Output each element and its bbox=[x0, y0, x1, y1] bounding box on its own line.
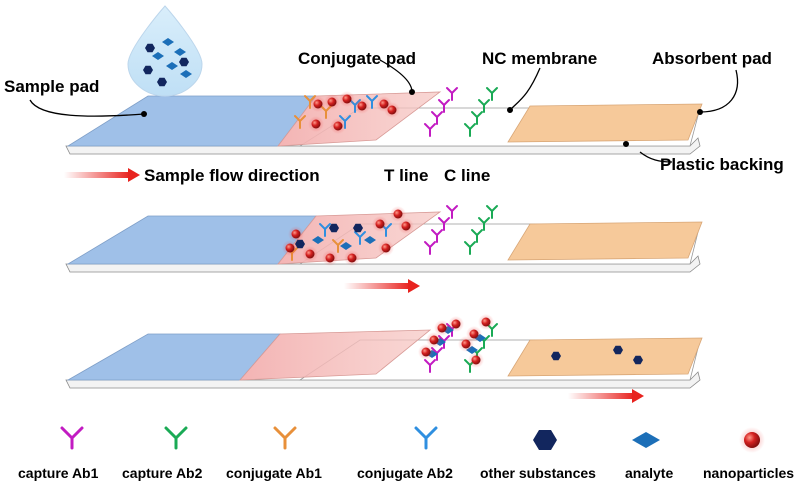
plastic-backing-label: Plastic backing bbox=[660, 155, 784, 174]
legend-label: conjugate Ab1 bbox=[226, 465, 322, 481]
antibody-y-icon bbox=[273, 426, 297, 450]
strip-3 bbox=[65, 314, 703, 389]
legend-label: capture Ab1 bbox=[18, 465, 99, 481]
diamond-icon bbox=[632, 432, 660, 448]
legend-capture-ab2: capture Ab2 bbox=[122, 426, 203, 481]
legend-capture-ab1: capture Ab1 bbox=[18, 426, 99, 481]
sample-drop-icon bbox=[127, 5, 203, 97]
c-line-label: C line bbox=[444, 166, 490, 185]
t-line-label: T line bbox=[384, 166, 428, 185]
legend-label: analyte bbox=[625, 465, 673, 481]
legend-analyte: analyte bbox=[625, 432, 673, 481]
antibody-y-icon bbox=[164, 426, 188, 450]
legend-conjugate-ab2: conjugate Ab2 bbox=[357, 426, 453, 481]
absorbent-pad bbox=[507, 337, 703, 377]
leader-dots bbox=[141, 89, 703, 147]
flow-arrow-1 bbox=[64, 168, 140, 182]
strip-2 bbox=[65, 205, 703, 273]
sample-pad-label: Sample pad bbox=[4, 77, 99, 96]
sample-pad bbox=[66, 215, 317, 265]
legend-nanoparticles: nanoparticles bbox=[703, 427, 794, 481]
flow-arrow-3 bbox=[568, 389, 644, 403]
conjugate-pad bbox=[239, 329, 432, 381]
legend: capture Ab1 capture Ab2 conjugate Ab1 co… bbox=[18, 426, 794, 481]
leader-lines bbox=[29, 59, 738, 163]
nc-membrane-label: NC membrane bbox=[482, 49, 597, 68]
hexagon-icon bbox=[533, 430, 557, 450]
flow-arrow-2 bbox=[344, 279, 420, 293]
legend-conjugate-ab1: conjugate Ab1 bbox=[226, 426, 322, 481]
legend-other-substances: other substances bbox=[480, 430, 596, 481]
legend-label: other substances bbox=[480, 465, 596, 481]
absorbent-pad bbox=[507, 103, 703, 143]
absorbent-pad-label: Absorbent pad bbox=[652, 49, 772, 68]
legend-label: capture Ab2 bbox=[122, 465, 203, 481]
antibody-y-icon bbox=[60, 426, 84, 450]
legend-label: nanoparticles bbox=[703, 465, 794, 481]
antibody-y-icon bbox=[414, 426, 438, 450]
flow-direction-label: Sample flow direction bbox=[144, 166, 320, 185]
absorbent-pad bbox=[507, 221, 703, 261]
conjugate-pad-label: Conjugate pad bbox=[298, 49, 416, 68]
legend-label: conjugate Ab2 bbox=[357, 465, 453, 481]
sample-pad bbox=[66, 95, 317, 147]
strip-1 bbox=[65, 87, 703, 155]
sphere-icon bbox=[744, 432, 760, 448]
